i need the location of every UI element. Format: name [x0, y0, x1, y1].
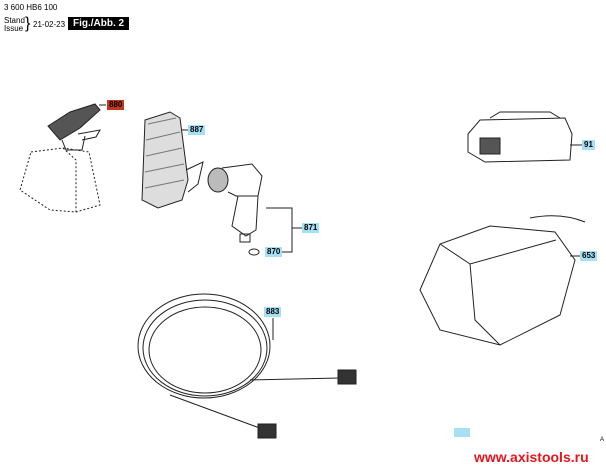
brace: }	[25, 15, 31, 32]
part-label-871[interactable]: 871	[302, 223, 320, 233]
part-label-91[interactable]: 91	[582, 140, 595, 150]
part-label-880[interactable]: 880	[107, 100, 125, 110]
part-871-drawing	[207, 163, 263, 243]
stand-label: Stand	[4, 16, 25, 25]
part-91-drawing	[467, 111, 573, 163]
part-label-887[interactable]: 887	[188, 125, 206, 135]
part-653-drawing	[419, 215, 586, 346]
highlight-swatch	[454, 428, 470, 437]
leader-871-bracket	[266, 207, 302, 253]
part-label-653[interactable]: 653	[580, 251, 598, 261]
figure-label: Fig./Abb. 2	[68, 17, 130, 30]
stand-issue-label: Stand Issue	[4, 17, 25, 33]
part-880-drawing	[19, 103, 101, 213]
part-label-883[interactable]: 883	[264, 307, 282, 317]
part-887-drawing	[141, 111, 204, 209]
watermark-url[interactable]: www.axistools.ru	[474, 449, 589, 465]
part-883-drawing	[137, 293, 357, 439]
corner-mark: A	[600, 437, 605, 443]
part-870-washer	[248, 248, 260, 256]
doc-number: 3 600 HB6 100	[4, 3, 58, 12]
issue-date: 21-02-23	[33, 20, 66, 29]
part-label-870[interactable]: 870	[265, 247, 283, 257]
issue-label: Issue	[4, 24, 24, 33]
